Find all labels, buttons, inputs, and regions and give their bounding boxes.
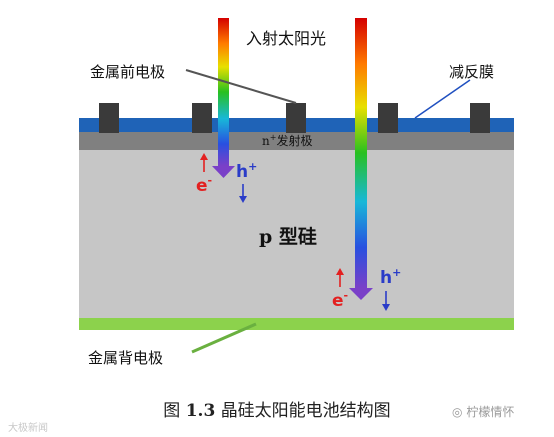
caption-number: 1.3 [185, 401, 216, 421]
front-electrode-finger [286, 103, 306, 133]
electron-label: e- [196, 174, 212, 196]
front-electrode-finger [470, 103, 490, 133]
caption-prefix: 图 [163, 401, 181, 421]
watermark-left: 大极新闻 [8, 423, 48, 434]
p-silicon-label: p 型硅 [259, 225, 317, 248]
front-electrode-finger [192, 103, 212, 133]
caption-text: 晶硅太阳能电池结构图 [220, 401, 391, 421]
electron-label: e- [332, 289, 348, 311]
front-electrode-finger [99, 103, 119, 133]
electron-arrow-head [200, 153, 208, 160]
p-type-silicon-layer [79, 150, 514, 318]
hole-label: h+ [236, 160, 257, 182]
carrier-pair-upper: e- h+ [196, 153, 257, 203]
antireflection-pointer [414, 79, 471, 119]
back-electrode-label: 金属背电极 [88, 349, 163, 367]
front-electrode-pointer [185, 69, 297, 104]
emitter-label: n+发射极 [262, 133, 312, 148]
watermark-right: ◎ 柠檬情怀 [452, 403, 514, 420]
front-electrode-finger [378, 103, 398, 133]
carrier-pair-lower: e- h+ [332, 266, 401, 311]
antireflection-label: 减反膜 [449, 63, 494, 81]
hole-arrow-head [382, 304, 390, 311]
light-beam-long [349, 18, 373, 300]
back-electrode-layer [79, 318, 514, 330]
watermark-right-text: 柠檬情怀 [466, 405, 515, 419]
back-electrode-pointer [191, 322, 257, 354]
front-electrode-label: 金属前电极 [90, 63, 165, 81]
hole-label: h+ [380, 266, 401, 288]
emitter-layer [79, 132, 514, 150]
hole-arrow-head [239, 196, 247, 203]
light-beam-short [212, 18, 235, 178]
wechat-icon: ◎ [452, 405, 463, 419]
incident-light-label: 入射太阳光 [246, 29, 326, 48]
electron-arrow-head [336, 268, 344, 275]
figure-caption: 图 1.3 晶硅太阳能电池结构图 [0, 396, 554, 421]
